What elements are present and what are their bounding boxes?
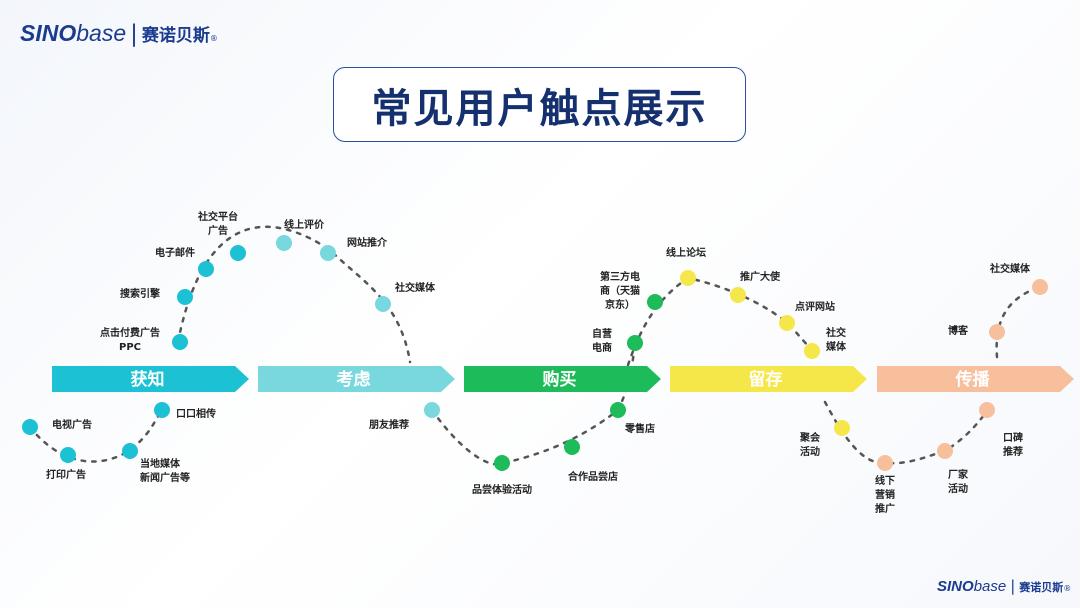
stage-label: 获知	[131, 369, 165, 390]
journey-curve-right-bottom	[823, 400, 990, 465]
touchpoint-dot	[804, 343, 820, 359]
brand-chinese-name: 赛诺贝斯	[1019, 581, 1064, 594]
touchpoint-label: 社交平台广告	[197, 210, 238, 237]
touchpoint-dot	[172, 334, 188, 350]
touchpoint-dot	[564, 439, 580, 455]
touchpoint-label: 社交媒体	[825, 326, 847, 353]
touchpoint-dot	[627, 335, 643, 351]
brand-separator: |	[130, 21, 138, 47]
stage-label: 考虑	[336, 369, 371, 390]
touchpoint-label: 线上论坛	[666, 246, 706, 259]
touchpoint-dot	[937, 443, 953, 459]
touchpoint-dot	[122, 443, 138, 459]
touchpoint-label: 品尝体验活动	[472, 483, 532, 496]
stage-arrow	[52, 366, 249, 392]
touchpoint-dot	[730, 287, 746, 303]
touchpoint-dot	[1032, 279, 1048, 295]
stage-label: 留存	[749, 369, 783, 390]
touchpoint-label: 线下营销推广	[875, 474, 895, 515]
touchpoint-label: 推广大使	[740, 270, 781, 283]
touchpoint-dot	[230, 245, 246, 261]
touchpoint-label: 厂家活动	[948, 468, 969, 495]
registered-mark: ®	[1063, 584, 1072, 593]
touchpoint-dot	[424, 402, 440, 418]
touchpoint-label: 点评网站	[795, 300, 835, 313]
touchpoint-dot	[494, 455, 510, 471]
touchpoint-label: 电子邮件	[155, 246, 195, 259]
touchpoint-dot	[834, 420, 850, 436]
touchpoint-label: 当地媒体新闻广告等	[140, 457, 190, 484]
touchpoint-dot	[154, 402, 170, 418]
stage-arrow	[464, 366, 661, 392]
touchpoint-label: 口碑推荐	[1003, 431, 1023, 458]
touchpoint-dot	[22, 419, 38, 435]
journey-curve-right-top	[995, 285, 1042, 359]
touchpoint-label: 合作品尝店	[567, 470, 618, 483]
touchpoint-label: 博客	[948, 324, 969, 337]
brand-sino: SINO	[937, 578, 974, 595]
touchpoint-dot	[877, 455, 893, 471]
touchpoint-label: 社交媒体	[394, 281, 436, 294]
touchpoint-label: 打印广告	[46, 468, 86, 481]
stage-arrow	[670, 366, 867, 392]
touchpoint-label: 线上评价	[284, 218, 325, 231]
touchpoint-dot	[680, 270, 696, 286]
touchpoint-label: 电视广告	[52, 418, 92, 431]
registered-mark: ®	[209, 34, 218, 43]
touchpoint-dot	[320, 245, 336, 261]
touchpoint-dot	[60, 447, 76, 463]
touchpoint-label: 零售店	[624, 422, 655, 435]
touchpoint-label: 聚会活动	[799, 431, 820, 458]
touchpoint-label: 第三方电商（天猫京东）	[600, 270, 640, 311]
touchpoint-label: 网站推介	[347, 236, 388, 249]
touchpoint-dot	[979, 402, 995, 418]
touchpoint-dots	[22, 235, 1048, 471]
touchpoint-dot	[610, 402, 626, 418]
journey-curve-mid-bottom	[430, 341, 637, 466]
stage-arrow	[877, 366, 1074, 392]
touchpoint-label: 朋友推荐	[368, 418, 409, 431]
stage-arrows: 获知 考虑 购买 留存 传播	[52, 366, 1074, 392]
touchpoint-dot	[375, 296, 391, 312]
touchpoint-label: 社交媒体	[989, 262, 1031, 275]
touchpoint-dot	[989, 324, 1005, 340]
stage-label: 传播	[955, 369, 991, 390]
touchpoint-label: 自营电商	[592, 327, 612, 354]
title-box: 常见用户触点展示	[333, 67, 746, 142]
touchpoint-dot	[276, 235, 292, 251]
stage-arrow	[258, 366, 455, 392]
brand-separator: |	[1010, 577, 1016, 595]
touchpoint-dot	[198, 261, 214, 277]
touchpoint-label: 口口相传	[176, 407, 216, 420]
stage-label: 购买	[543, 369, 577, 390]
page-title: 常见用户触点展示	[371, 85, 708, 132]
touchpoint-dot	[647, 294, 663, 310]
journey-curve-purchase-up	[626, 276, 814, 367]
journey-curve-left-bottom	[28, 408, 164, 463]
brand-base: base	[973, 578, 1007, 595]
brand-base: base	[76, 20, 127, 46]
brand-chinese-name: 赛诺贝斯	[141, 26, 210, 46]
touchpoint-dot	[177, 289, 193, 305]
touchpoint-label: 搜索引擎	[120, 287, 160, 300]
brand-sino: SINO	[20, 20, 77, 46]
touchpoint-dot	[779, 315, 795, 331]
